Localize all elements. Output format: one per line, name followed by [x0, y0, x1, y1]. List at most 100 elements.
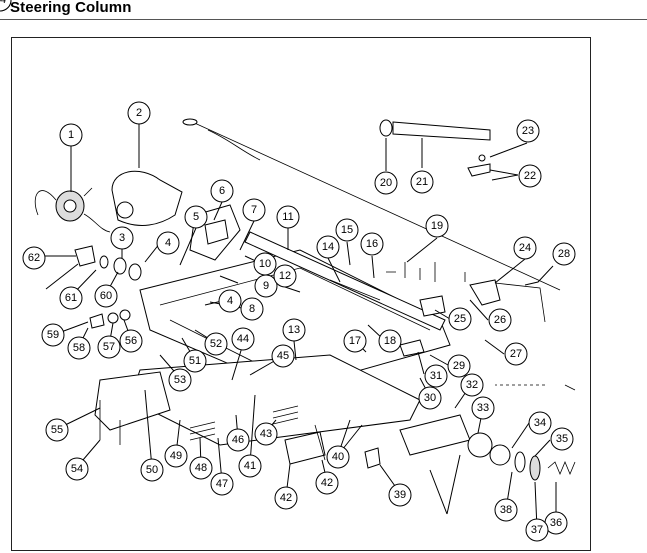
callout-number: 21	[416, 176, 428, 188]
callout-19: 19	[425, 214, 449, 238]
callout-51: 51	[183, 349, 207, 373]
callout-50: 50	[140, 458, 164, 482]
callout-circle	[315, 471, 339, 495]
callout-circle	[218, 289, 242, 313]
callout-13: 13	[282, 318, 306, 342]
callout-number: 61	[65, 292, 77, 304]
callout-27: 27	[504, 342, 528, 366]
callout-21: 21	[410, 170, 434, 194]
callout-48: 48	[189, 456, 213, 480]
callout-circle	[210, 179, 234, 203]
callout-circle	[360, 232, 384, 256]
callout-36: 36	[544, 511, 568, 535]
callout-9: 9	[254, 274, 278, 298]
callout-10: 10	[253, 252, 277, 276]
callout-number: 10	[259, 258, 271, 270]
callout-circle	[127, 101, 151, 125]
callout-circle	[45, 418, 69, 442]
callout-49: 49	[164, 444, 188, 468]
callout-number: 18	[384, 335, 396, 347]
callout-20: 20	[374, 171, 398, 195]
callout-circle	[97, 335, 121, 359]
callout-number: 46	[232, 434, 244, 446]
callout-number: 45	[277, 350, 289, 362]
callout-4: 4	[156, 231, 180, 255]
callout-31: 31	[424, 364, 448, 388]
callout-62: 62	[22, 246, 46, 270]
callout-2: 2	[127, 101, 151, 125]
callout-circle	[253, 252, 277, 276]
callout-8: 8	[240, 297, 264, 321]
callout-number: 8	[249, 303, 255, 315]
callout-circle	[110, 226, 134, 250]
callout-number: 47	[216, 478, 228, 490]
callout-42: 42	[274, 486, 298, 510]
callout-number: 58	[73, 342, 85, 354]
callout-number: 1	[68, 129, 74, 141]
callout-41: 41	[238, 454, 262, 478]
callout-circle	[488, 308, 512, 332]
callout-30: 30	[418, 386, 442, 410]
callout-number: 4	[227, 295, 233, 307]
callout-42: 42	[315, 471, 339, 495]
callout-number: 7	[251, 204, 257, 216]
callout-number: 36	[550, 517, 562, 529]
callout-number: 39	[394, 489, 406, 501]
callout-circle	[204, 332, 228, 356]
callout-number: 9	[263, 280, 269, 292]
callout-number: 23	[522, 125, 534, 137]
callout-55: 55	[45, 418, 69, 442]
callout-number: 34	[534, 417, 546, 429]
callout-number: 29	[453, 360, 465, 372]
callout-circle	[471, 396, 495, 420]
callout-number: 3	[119, 232, 125, 244]
callout-7: 7	[242, 198, 266, 222]
callout-circle	[22, 246, 46, 270]
callout-circle	[316, 235, 340, 259]
callout-26: 26	[488, 308, 512, 332]
callout-33: 33	[471, 396, 495, 420]
callout-circle	[210, 472, 234, 496]
callout-number: 52	[210, 338, 222, 350]
callout-number: 22	[524, 170, 536, 182]
callout-number: 62	[28, 252, 40, 264]
callout-number: 27	[510, 348, 522, 360]
callout-number: 42	[280, 492, 292, 504]
callout-circle	[494, 498, 518, 522]
callout-circle	[410, 170, 434, 194]
callout-number: 24	[519, 242, 531, 254]
callout-circle	[59, 123, 83, 147]
callout-circle	[240, 297, 264, 321]
diagram-frame	[11, 37, 591, 551]
callout-circle	[41, 323, 65, 347]
callout-circle	[550, 427, 574, 451]
callout-circle	[282, 318, 306, 342]
callout-43: 43	[254, 422, 278, 446]
callout-52: 52	[204, 332, 228, 356]
callout-37: 37	[525, 518, 549, 542]
callout-circle	[65, 457, 89, 481]
page-title: Steering Column	[10, 0, 132, 16]
callout-circle	[231, 327, 255, 351]
callout-number: 17	[349, 335, 361, 347]
callout-5: 5	[184, 205, 208, 229]
callout-61: 61	[59, 286, 83, 310]
callout-circle	[242, 198, 266, 222]
callout-24: 24	[513, 236, 537, 260]
callout-circle	[94, 284, 118, 308]
callout-number: 57	[103, 341, 115, 353]
callout-3: 3	[110, 226, 134, 250]
callout-44: 44	[231, 327, 255, 351]
callout-circle	[448, 307, 472, 331]
callout-circle	[388, 483, 412, 507]
callout-23: 23	[516, 119, 540, 143]
callout-54: 54	[65, 457, 89, 481]
callout-16: 16	[360, 232, 384, 256]
callout-circle	[254, 422, 278, 446]
callout-circle	[59, 286, 83, 310]
callout-number: 25	[454, 313, 466, 325]
callout-number: 56	[125, 335, 137, 347]
callout-number: 6	[219, 185, 225, 197]
callout-39: 39	[388, 483, 412, 507]
